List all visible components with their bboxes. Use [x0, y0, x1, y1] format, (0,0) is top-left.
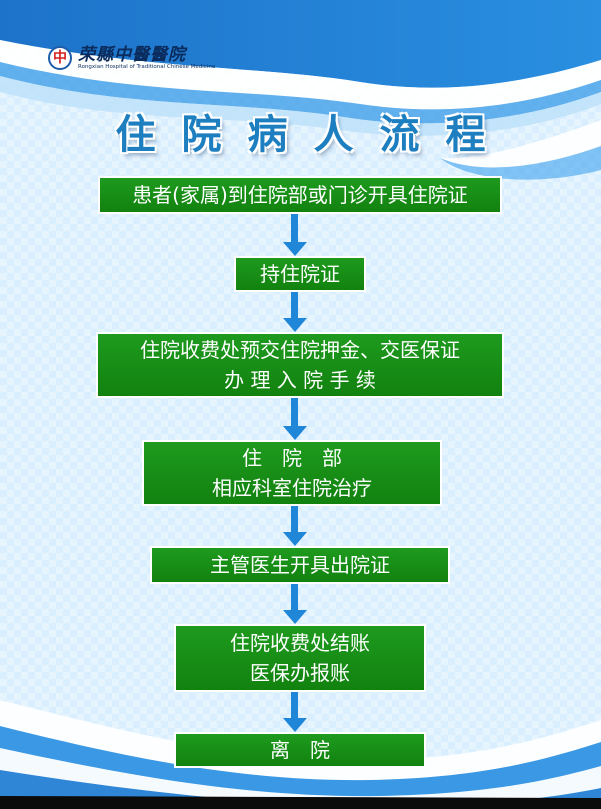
- step-4-text-line2: 相应科室住院治疗: [212, 476, 372, 500]
- hospital-name-english: Rongxian Hospital of Traditional Chinese…: [78, 63, 216, 70]
- step-2-text: 持住院证: [260, 262, 340, 286]
- step-4-inpatient-treatment: 住 院 部 相应科室住院治疗: [142, 440, 442, 506]
- step-4-text-line1: 住 院 部: [242, 446, 342, 470]
- arrow-down-icon: [283, 292, 307, 332]
- step-5-discharge-certificate: 主管医生开具出院证: [150, 546, 450, 584]
- step-6-text-line2: 医保办报账: [250, 661, 350, 685]
- arrow-down-icon: [283, 214, 307, 256]
- step-5-text: 主管医生开具出院证: [210, 553, 390, 577]
- arrow-down-icon: [283, 398, 307, 440]
- step-1-text: 患者(家属)到住院部或门诊开具住院证: [132, 183, 468, 207]
- step-3-pay-deposit-admission: 住院收费处预交住院押金、交医保证 办 理 入 院 手 续: [96, 332, 504, 398]
- hospital-name: 荣縣中醫醫院 Rongxian Hospital of Traditional …: [78, 46, 215, 71]
- step-3-text-line1: 住院收费处预交住院押金、交医保证: [140, 338, 460, 362]
- step-6-text-line1: 住院收费处结账: [230, 631, 370, 655]
- step-7-text: 离 院: [270, 738, 330, 762]
- hospital-logo: 中 荣縣中醫醫院 Rongxian Hospital of Traditiona…: [48, 40, 215, 76]
- arrow-down-icon: [283, 584, 307, 624]
- page-title: 住院病人流程: [115, 112, 512, 158]
- step-2-hold-certificate: 持住院证: [234, 256, 366, 292]
- hospital-emblem-icon: 中: [48, 46, 72, 70]
- hospital-name-chinese: 荣縣中醫醫院: [78, 44, 186, 65]
- step-3-text-line2: 办 理 入 院 手 续: [224, 368, 376, 392]
- step-6-settle-bill: 住院收费处结账 医保办报账: [174, 624, 426, 692]
- arrow-down-icon: [283, 506, 307, 546]
- step-7-leave-hospital: 离 院: [174, 732, 426, 768]
- step-1-apply-admission-certificate: 患者(家属)到住院部或门诊开具住院证: [98, 176, 502, 214]
- arrow-down-icon: [283, 692, 307, 732]
